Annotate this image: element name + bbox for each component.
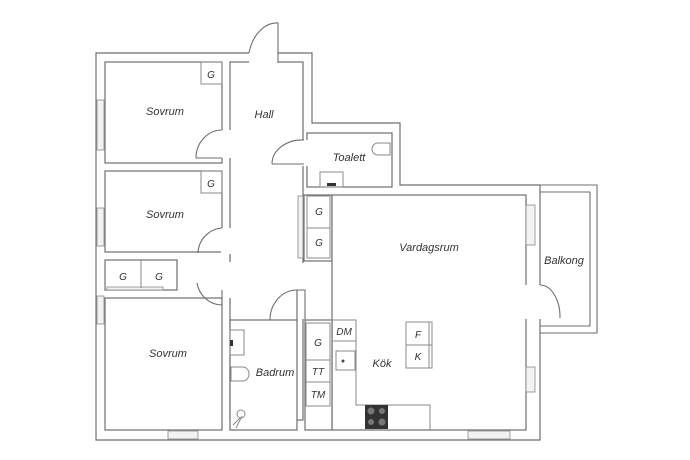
window [96,207,105,247]
wardrobe-label: G [207,70,215,81]
room-label-balcony: Balkong [544,255,585,267]
bedroom-1 [104,61,223,164]
room-label-bedroom-1: Sovrum [146,106,184,118]
fridge-label: F [415,330,422,341]
bathroom-room [229,319,298,431]
window [525,204,536,246]
kitchen-sink-icon [335,350,356,371]
window [467,430,511,440]
room-label-bathroom: Badrum [256,367,295,379]
window [167,430,199,440]
window [96,295,105,325]
wardrobe-label: G [119,272,127,283]
freezer-label: K [415,352,423,363]
room-label-toilet: Toalett [333,152,367,164]
toilet-sink-icon [319,171,344,188]
room-label-bedroom-2: Sovrum [146,209,184,221]
room-label-bedroom-3: Sovrum [149,348,187,360]
wardrobe-label: G [315,238,323,249]
bedroom3-door[interactable] [196,282,223,306]
room-label-living-room: Vardagsrum [399,242,459,254]
bedroom2-door[interactable] [197,227,223,254]
toilet-icon [371,142,391,156]
window [297,195,304,259]
wardrobe-label: G [155,272,163,283]
kitchen-cabinet-column [304,319,333,431]
wardrobe-label: G [314,338,322,349]
washer-label: TM [311,390,326,401]
bathroom-toilet-icon [230,366,250,382]
window [106,286,164,291]
living-room [331,194,527,431]
window [96,99,105,151]
kitchen-counter [333,319,431,430]
balcony-outline [540,184,598,334]
balcony-door[interactable] [539,284,561,319]
bedroom1-door[interactable] [195,129,223,159]
freezer [405,344,433,369]
dishwasher-label: DM [336,327,352,338]
room-label-hall: Hall [255,109,275,121]
wardrobe-label: G [315,207,323,218]
bathroom-door[interactable] [269,289,298,321]
window [525,366,536,393]
dryer-label: TT [312,367,325,378]
stove-icon [365,405,388,429]
entrance-door[interactable] [248,22,279,63]
wardrobe-label: G [207,179,215,190]
bedroom-3 [104,297,223,431]
room-label-kitchen: Kök [373,358,392,370]
toilet-door[interactable] [271,139,305,165]
